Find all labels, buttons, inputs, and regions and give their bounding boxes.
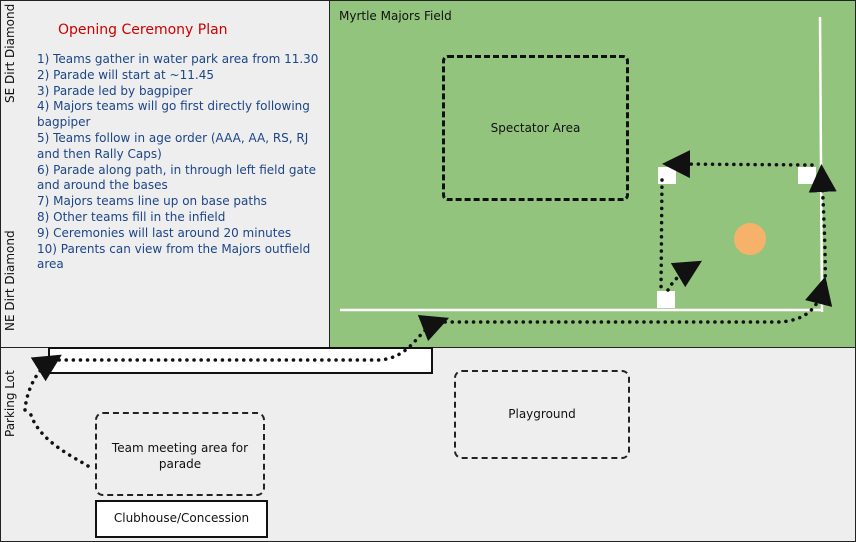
- spectator-area: [442, 55, 629, 201]
- base-first: [798, 167, 816, 184]
- majors-field: [329, 0, 856, 349]
- team-meeting-area: [95, 412, 265, 496]
- pitchers-mound: [734, 223, 766, 255]
- route-meeting-to-parking: [28, 410, 90, 468]
- route-to-first-base: [808, 164, 837, 292]
- route-parking-to-path: [23, 354, 62, 412]
- plan-steps-list: 1) Teams gather in water park area from …: [37, 52, 327, 273]
- plan-step: 10) Parents can view from the Majors out…: [37, 241, 311, 272]
- base-third: [657, 291, 675, 308]
- team-meeting-area-label: Team meeting area for parade: [111, 441, 249, 471]
- plan-step: 7) Majors teams line up on base paths: [37, 194, 267, 209]
- route-to-second-base: [662, 150, 814, 179]
- plan-step: 1) Teams gather in water park area from …: [37, 52, 319, 66]
- plan-step: 5) Teams follow in age order (AAA, AA, R…: [37, 130, 309, 161]
- clubhouse-building: [95, 500, 268, 538]
- plan-step: 2) Parade will start at ~11.45: [37, 67, 214, 82]
- plan-step: 8) Other teams fill in the infield: [37, 209, 226, 224]
- third-base-foul-line: [818, 16, 824, 313]
- walking-path: [48, 347, 433, 374]
- plan-panel: [0, 0, 330, 348]
- clubhouse-label: Clubhouse/Concession: [113, 511, 250, 525]
- base-second: [658, 167, 676, 184]
- playground-label: Playground: [508, 407, 576, 421]
- plan-step: 4) Majors teams will go first directly f…: [37, 99, 310, 130]
- spectator-area-label: Spectator Area: [490, 121, 581, 135]
- route-into-infield: [666, 260, 703, 292]
- route-to-third-base: [659, 178, 664, 292]
- field-name: Myrtle Majors Field: [339, 9, 452, 23]
- route-path-to-gate: [50, 315, 450, 362]
- plan-step: 9) Ceremonies will last around 20 minute…: [37, 225, 292, 240]
- route-left-field: [436, 276, 833, 324]
- playground-area: [454, 370, 630, 459]
- plan-step: 6) Parade along path, in through left fi…: [37, 162, 316, 193]
- plan-step: 3) Parade led by bagpiper: [37, 83, 193, 98]
- plan-title: Opening Ceremony Plan: [58, 22, 228, 38]
